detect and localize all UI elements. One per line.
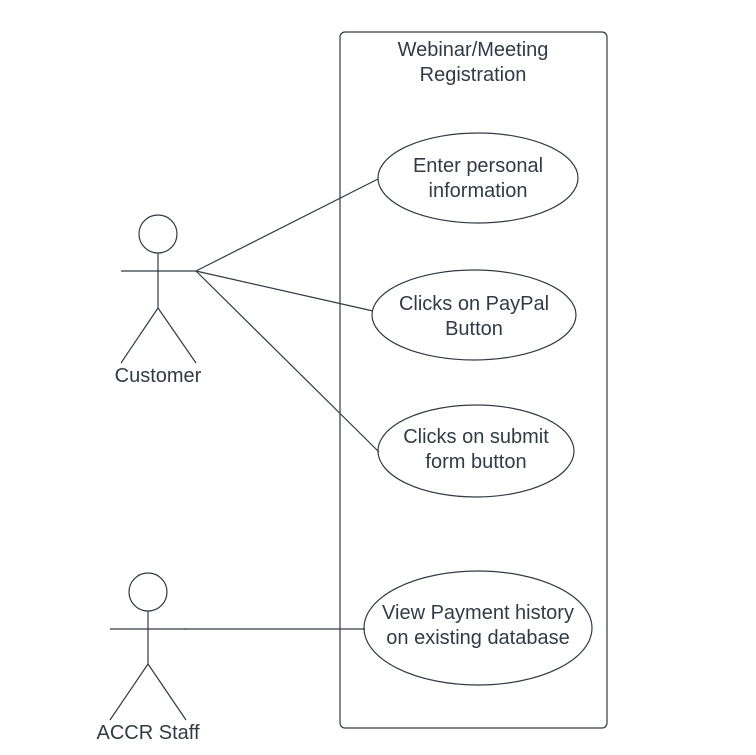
association-customer-uc3 xyxy=(195,270,380,453)
use-case-ellipse xyxy=(377,132,579,224)
use-case-label-line2: Button xyxy=(445,318,503,340)
staff-right-leg xyxy=(147,663,187,721)
use-case-enter-personal-information: Enter personal information xyxy=(377,132,579,224)
use-case-label-line1: Clicks on PayPal xyxy=(399,293,549,315)
customer-left-leg xyxy=(120,307,159,364)
system-title-line2: Registration xyxy=(420,64,527,86)
system-title-line1: Webinar/Meeting xyxy=(398,39,549,61)
use-case-label-line1: Clicks on submit xyxy=(403,426,549,448)
use-case-ellipse xyxy=(371,269,577,361)
use-case-label-line2: information xyxy=(429,180,528,202)
customer-label: Customer xyxy=(115,365,202,387)
actor-accr-staff xyxy=(109,572,187,721)
use-case-label-line2: form button xyxy=(425,451,526,473)
use-case-label-line1: View Payment history xyxy=(382,602,574,624)
use-case-clicks-paypal-button: Clicks on PayPal Button xyxy=(371,269,577,361)
customer-head xyxy=(138,214,178,254)
association-customer-uc1 xyxy=(195,178,379,272)
use-case-ellipse xyxy=(377,404,575,498)
customer-right-leg xyxy=(157,307,197,364)
actor-customer xyxy=(120,214,197,364)
use-case-clicks-submit-form-button: Clicks on submit form button xyxy=(377,404,575,498)
system-boundary xyxy=(339,31,608,729)
staff-head xyxy=(128,572,168,612)
use-case-ellipse xyxy=(363,570,593,686)
use-case-label-line2: on existing database xyxy=(386,627,569,649)
use-case-view-payment-history: View Payment history on existing databas… xyxy=(363,570,593,686)
staff-left-leg xyxy=(109,663,149,721)
use-case-label-line1: Enter personal xyxy=(413,155,543,177)
association-customer-uc2 xyxy=(195,270,374,312)
staff-label: ACCR Staff xyxy=(97,722,200,744)
